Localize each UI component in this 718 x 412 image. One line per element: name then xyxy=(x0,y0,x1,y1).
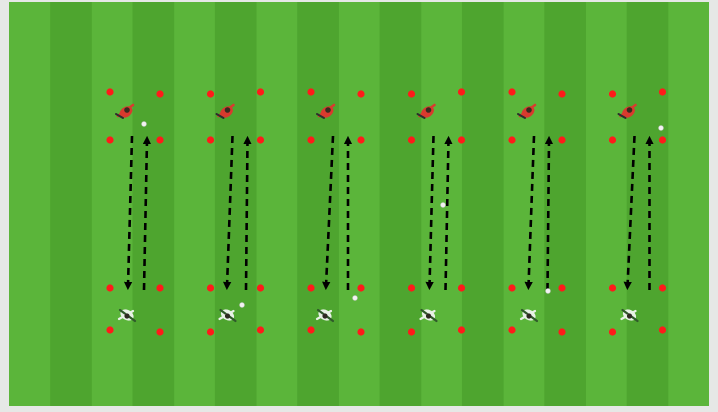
cone-marker xyxy=(307,284,314,291)
cone-marker xyxy=(508,88,515,95)
pitch-stripe xyxy=(215,2,257,406)
cone-marker xyxy=(558,90,565,97)
cone-marker xyxy=(156,136,163,143)
cone-marker xyxy=(106,284,113,291)
cone-marker xyxy=(257,326,264,333)
pitch-stripe xyxy=(50,2,92,406)
player-head xyxy=(526,107,532,113)
cone-marker xyxy=(609,328,616,335)
cone-marker xyxy=(257,88,264,95)
cone-marker xyxy=(106,88,113,95)
cone-marker xyxy=(659,284,666,291)
cone-marker xyxy=(307,88,314,95)
cone-marker xyxy=(408,284,415,291)
cone-marker xyxy=(609,284,616,291)
cone-marker xyxy=(156,90,163,97)
pitch-stripe xyxy=(380,2,422,406)
cone-marker xyxy=(207,328,214,335)
cone-marker xyxy=(408,328,415,335)
cone-marker xyxy=(357,136,364,143)
player-head xyxy=(426,107,432,113)
cone-marker xyxy=(558,136,565,143)
ball xyxy=(240,303,245,308)
player-head xyxy=(627,107,633,113)
player-head xyxy=(627,313,632,318)
player-head xyxy=(225,313,230,318)
cone-marker xyxy=(659,326,666,333)
player-head xyxy=(322,313,327,318)
cone-marker xyxy=(508,284,515,291)
cone-marker xyxy=(106,326,113,333)
pitch-stripe xyxy=(297,2,339,406)
player-head xyxy=(426,313,431,318)
ball xyxy=(353,296,358,301)
cone-marker xyxy=(156,284,163,291)
pitch-stripe xyxy=(627,2,669,406)
cone-marker xyxy=(357,284,364,291)
player-head xyxy=(124,107,130,113)
player-head xyxy=(124,313,129,318)
cone-marker xyxy=(558,284,565,291)
cone-marker xyxy=(307,136,314,143)
pitch-stripe xyxy=(544,2,586,406)
cone-marker xyxy=(659,88,666,95)
ball xyxy=(546,289,551,294)
cone-marker xyxy=(257,136,264,143)
cone-marker xyxy=(458,88,465,95)
cone-marker xyxy=(357,90,364,97)
player-head xyxy=(325,107,331,113)
cone-marker xyxy=(257,284,264,291)
ball xyxy=(659,126,664,131)
pitch-stripe xyxy=(133,2,175,406)
cone-marker xyxy=(458,284,465,291)
cone-marker xyxy=(106,136,113,143)
cone-marker xyxy=(558,328,565,335)
cone-marker xyxy=(207,136,214,143)
ball xyxy=(142,122,147,127)
cone-marker xyxy=(458,326,465,333)
cone-marker xyxy=(307,326,314,333)
pitch-surface xyxy=(9,2,709,406)
cone-marker xyxy=(659,136,666,143)
cone-marker xyxy=(508,326,515,333)
cone-marker xyxy=(357,328,364,335)
cone-marker xyxy=(156,328,163,335)
cone-marker xyxy=(609,136,616,143)
pitch-stripe xyxy=(462,2,504,406)
cone-marker xyxy=(458,136,465,143)
cone-marker xyxy=(508,136,515,143)
cone-marker xyxy=(609,90,616,97)
cone-marker xyxy=(207,90,214,97)
ball xyxy=(441,203,446,208)
cone-marker xyxy=(207,284,214,291)
cone-marker xyxy=(408,136,415,143)
cone-marker xyxy=(408,90,415,97)
player-head xyxy=(225,107,231,113)
player-head xyxy=(526,313,531,318)
